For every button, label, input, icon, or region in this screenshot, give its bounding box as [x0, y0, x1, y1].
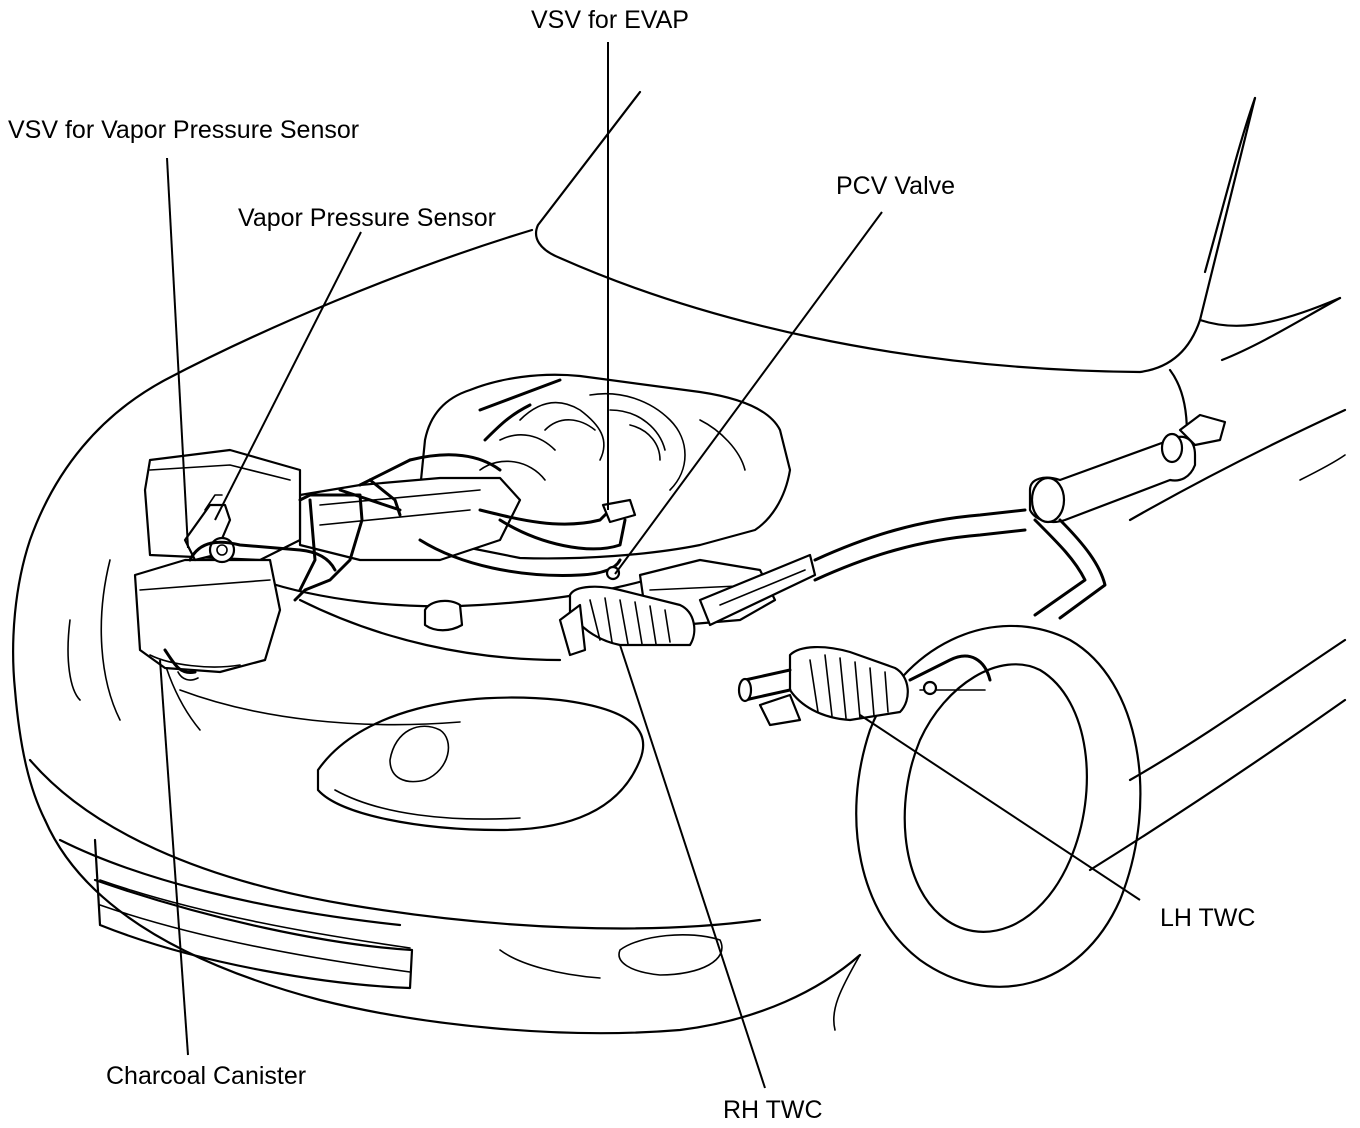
label-pcv-valve: PCV Valve	[836, 172, 956, 200]
leader-pcv-valve	[614, 211, 883, 575]
leader-rh-twc	[619, 644, 766, 1089]
leader-vapor-pressure-sensor	[214, 231, 362, 521]
label-vapor-pressure-sensor: Vapor Pressure Sensor	[238, 204, 496, 232]
charcoal-canister-assembly	[133, 494, 337, 681]
leader-lh-twc	[859, 714, 1141, 901]
leader-lines	[159, 42, 1141, 1089]
label-lh-twc: LH TWC	[1160, 904, 1256, 932]
label-rh-twc: RH TWC	[723, 1096, 823, 1124]
label-charcoal-canister: Charcoal Canister	[106, 1062, 307, 1090]
car-body	[12, 90, 1347, 1035]
label-vsv-vapor-pressure-sensor: VSV for Vapor Pressure Sensor	[8, 116, 360, 144]
leader-vsv-vapor-pressure-sensor	[166, 157, 189, 549]
leader-charcoal-canister	[159, 659, 189, 1056]
exhaust-system	[558, 413, 1227, 727]
label-vsv-evap: VSV for EVAP	[531, 6, 689, 34]
vacuum-hoses	[293, 453, 637, 602]
